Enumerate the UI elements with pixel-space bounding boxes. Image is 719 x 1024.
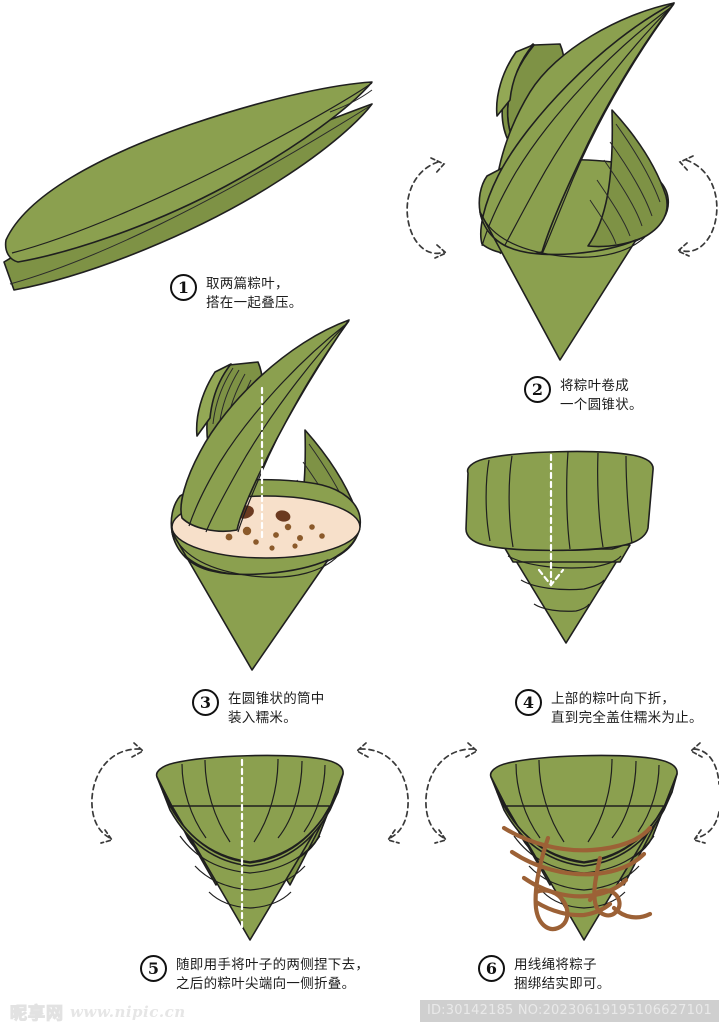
- step-caption-6: 6 用线绳将粽子 捆绑结实即可。: [478, 955, 611, 994]
- step-text-5: 随即用手将叶子的两侧捏下去， 之后的粽叶尖端向一侧折叠。: [176, 957, 370, 993]
- step-text-2: 将粽叶卷成 一个圆锥状。: [560, 378, 643, 414]
- step-text-3: 在圆锥状的筒中 装入糯米。: [228, 691, 325, 727]
- step-number-badge-6: 6: [478, 955, 505, 982]
- step-caption-2: 2 将粽叶卷成 一个圆锥状。: [524, 376, 643, 415]
- step-caption-4: 4 上部的粽叶向下折， 直到完全盖住糯米为止。: [515, 689, 703, 728]
- step-3-illustration-cone-with-rice: [170, 319, 362, 671]
- watermark-logo: 昵享网 www.nipic.cn: [10, 999, 186, 1024]
- step-text-4: 上部的粽叶向下折， 直到完全盖住糯米为止。: [551, 691, 703, 727]
- step-4-illustration-folded-top: [465, 450, 654, 644]
- step-6-illustration-tied-zongzi: [425, 742, 719, 941]
- watermark-logo-cjk: 昵享网: [10, 1004, 64, 1024]
- step-number-badge-1: 1: [170, 274, 197, 301]
- watermark-logo-url: www.nipic.cn: [70, 1002, 186, 1021]
- step-caption-1: 1 取两篇粽叶， 搭在一起叠压。: [170, 274, 303, 313]
- step-number-badge-5: 5: [140, 955, 167, 982]
- step-2-illustration-rolled-cone: [406, 2, 718, 361]
- step-number-badge-4: 4: [515, 689, 542, 716]
- step-text-1: 取两篇粽叶， 搭在一起叠压。: [206, 276, 303, 312]
- watermark-id-band: ID:30142185 NO:20230619195106627101: [419, 1000, 719, 1022]
- step-caption-3: 3 在圆锥状的筒中 装入糯米。: [192, 689, 325, 728]
- step-text-6: 用线绳将粽子 捆绑结实即可。: [514, 957, 611, 993]
- step-5-illustration-pyramid: [91, 742, 409, 941]
- step-1-illustration-two-leaves: [3, 81, 373, 291]
- step-caption-5: 5 随即用手将叶子的两侧捏下去， 之后的粽叶尖端向一侧折叠。: [140, 955, 369, 994]
- step-number-badge-3: 3: [192, 689, 219, 716]
- step-number-badge-2: 2: [524, 376, 551, 403]
